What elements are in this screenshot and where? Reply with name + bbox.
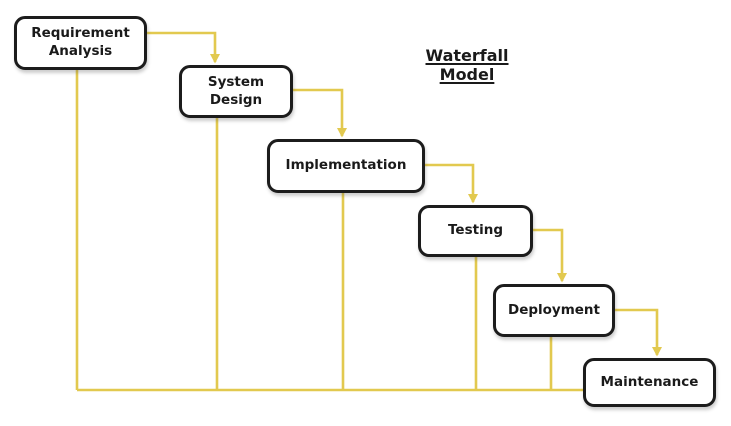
arrow-design-to-implementation [293,88,347,138]
stage-system-design: System Design [179,65,293,118]
stage-deployment: Deployment [493,284,615,337]
stage-label: Testing [448,222,503,239]
arrow-requirement-to-design [147,31,220,64]
stage-testing: Testing [418,205,533,257]
stage-label: Maintenance [600,373,699,390]
arrow-deployment-to-maintenance [615,308,662,357]
diagram-title: Waterfall Model [425,46,509,84]
stage-implementation: Implementation [267,139,425,193]
arrow-testing-to-deployment [533,228,567,283]
arrow-implementation-to-testing [425,163,478,204]
stage-label: System Design [207,73,265,108]
stage-label: Requirement Analysis [31,25,130,59]
stage-requirement-analysis: Requirement Analysis [14,16,147,70]
stage-label: Implementation [285,157,407,174]
feedback-lines [75,68,583,392]
stage-label: Deployment [507,301,600,318]
stage-maintenance: Maintenance [583,358,716,407]
